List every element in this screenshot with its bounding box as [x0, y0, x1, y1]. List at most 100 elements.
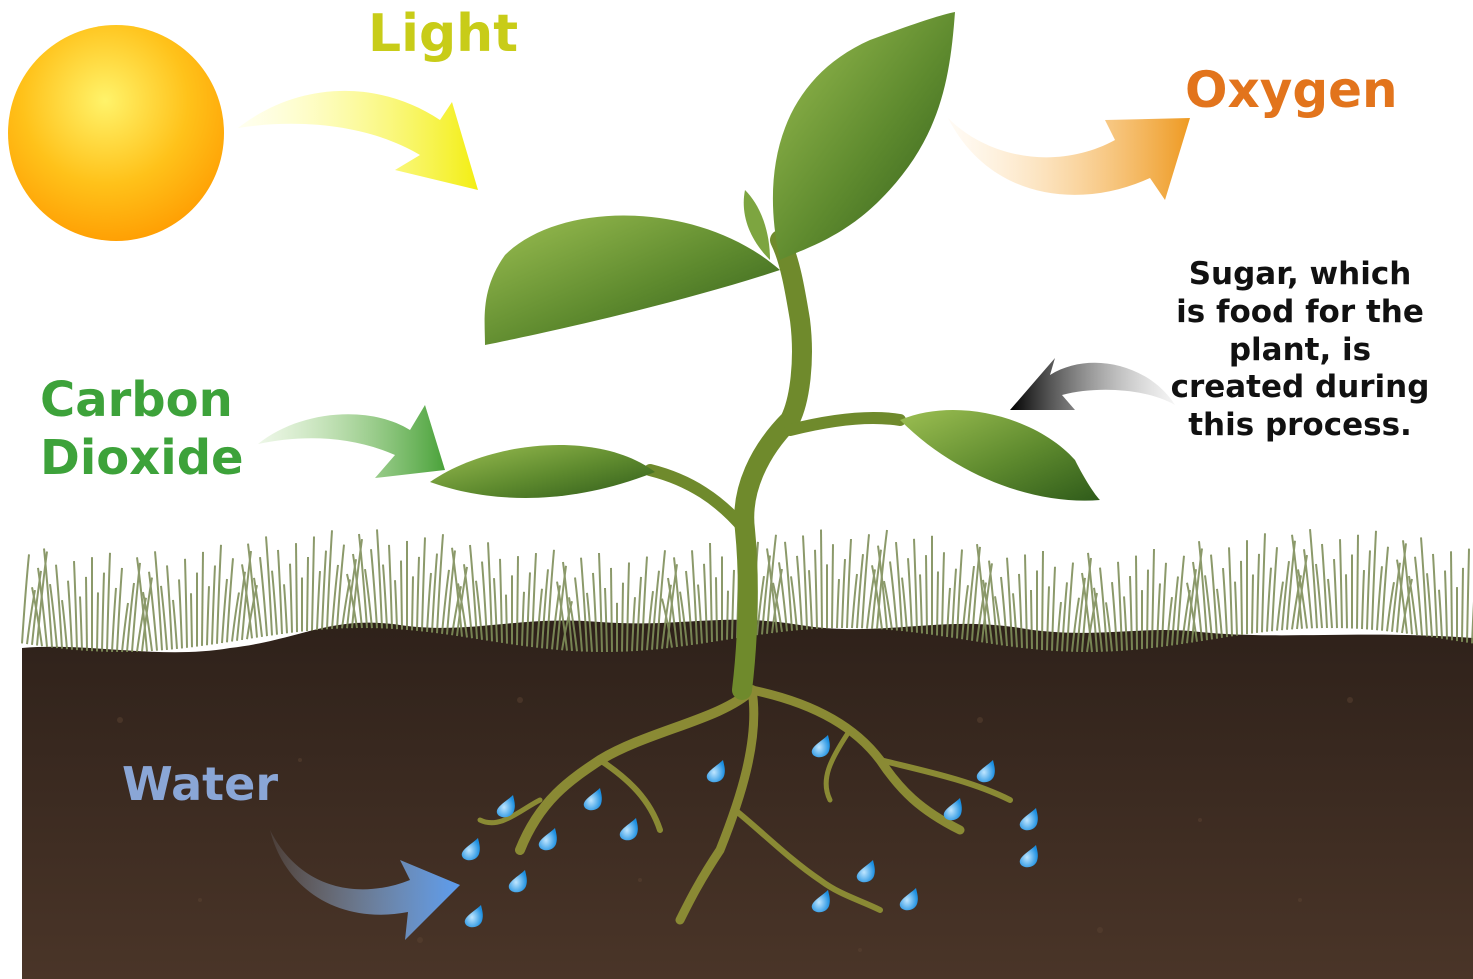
grass-blade: [611, 568, 612, 652]
label-carbon-dioxide-line1: Carbon: [40, 372, 244, 430]
grass-blade: [847, 539, 851, 628]
leaf-top: [773, 12, 955, 260]
grass-blade: [97, 592, 98, 651]
grass-blade: [383, 565, 387, 629]
grass-blade: [1241, 561, 1242, 635]
grass-blade: [395, 580, 397, 629]
grass-blade: [797, 556, 802, 630]
grass-blade: [1467, 549, 1469, 643]
grass-blade: [902, 578, 907, 632]
leaf-lower-right: [900, 410, 1100, 501]
grass-blade: [842, 559, 845, 628]
grass-blade: [815, 550, 817, 629]
branch-right: [790, 418, 900, 430]
grass-blade: [1136, 556, 1137, 650]
grass-blade: [179, 579, 182, 648]
grass-blade: [222, 579, 227, 643]
grass-blade: [317, 571, 320, 630]
grass-blade: [278, 550, 282, 634]
grass-blade: [1223, 568, 1227, 637]
grass-blade: [803, 535, 807, 629]
grass-blade: [1340, 539, 1342, 628]
label-light: Light: [368, 5, 518, 65]
grass-blade: [908, 558, 912, 632]
grass-blade: [422, 537, 425, 631]
sun-icon: [8, 25, 224, 241]
grass-blade: [1439, 590, 1442, 639]
grass-blade: [1427, 573, 1432, 637]
grass-blade: [1031, 590, 1032, 649]
grass-blade: [202, 552, 203, 646]
grass-blade: [322, 551, 326, 630]
grass-blade: [1372, 531, 1376, 630]
grass-blade: [837, 579, 839, 628]
grass-blade: [926, 555, 927, 634]
grass-blade: [622, 583, 623, 652]
grass-blade: [327, 530, 332, 629]
grass-blade: [296, 543, 297, 632]
grass-blade: [852, 574, 857, 628]
grass-blade: [942, 552, 944, 636]
grass-blade: [1229, 547, 1232, 636]
grass-blade: [716, 577, 717, 641]
grass-blade: [74, 561, 77, 650]
grass-blade: [506, 595, 507, 644]
grass-blade: [1357, 535, 1358, 629]
grass-blade: [377, 529, 382, 628]
branch-left: [650, 470, 745, 530]
grass-blade: [1147, 570, 1148, 649]
grass-blade: [1042, 551, 1043, 650]
grass-blade: [727, 591, 728, 640]
grass-blade: [920, 574, 922, 633]
grass-blade: [307, 557, 308, 631]
grass-blade: [1262, 533, 1265, 632]
label-carbon-dioxide-line2: Dioxide: [40, 430, 244, 488]
grass-blade: [38, 568, 47, 647]
grass-blade: [1322, 544, 1327, 628]
label-oxygen: Oxygen: [1185, 62, 1398, 120]
grass-blade: [217, 545, 221, 644]
grass-blade: [80, 597, 82, 651]
grass-blade: [1377, 566, 1382, 630]
carbon-dioxide-arrow-icon: [258, 405, 445, 478]
grass-blade: [1211, 555, 1217, 639]
grass-blade: [1328, 579, 1332, 628]
grass-blade: [1272, 547, 1277, 631]
grass-blade: [185, 559, 187, 648]
grass-blade: [107, 553, 110, 652]
grass-blade: [437, 534, 443, 633]
grass-blade: [167, 565, 172, 649]
grass-blade: [212, 566, 215, 645]
grass-blade: [401, 561, 402, 630]
grass-blade: [207, 586, 209, 645]
grass-blade: [417, 557, 419, 631]
grass-blade: [312, 536, 314, 630]
grass-blade: [389, 545, 392, 629]
grass-blade: [821, 530, 822, 629]
grass-blade: [1334, 559, 1337, 628]
grass-blade: [432, 554, 437, 633]
grass-blade: [809, 570, 812, 629]
grass-blade: [62, 600, 67, 649]
grass-blade: [290, 564, 292, 633]
grass-blade: [937, 571, 938, 635]
grass-blade: [914, 539, 917, 633]
grass-blade: [427, 573, 431, 632]
grass-blade: [56, 565, 62, 649]
grass-blade: [832, 544, 833, 628]
grass-blade: [412, 576, 413, 630]
grass-blade: [227, 558, 233, 642]
grass-blade: [112, 588, 116, 652]
grass-blade: [1462, 568, 1463, 642]
grass-blade: [1367, 550, 1370, 629]
grass-blade: [173, 600, 177, 649]
grass-blade: [1382, 547, 1388, 631]
grass-blade: [284, 584, 287, 633]
grass-blade: [266, 536, 272, 635]
grass-blade: [1346, 574, 1347, 628]
grass-blade: [68, 581, 72, 650]
grass-blade: [1252, 575, 1253, 634]
label-water: Water: [122, 758, 278, 811]
grass-blade: [1451, 551, 1452, 640]
